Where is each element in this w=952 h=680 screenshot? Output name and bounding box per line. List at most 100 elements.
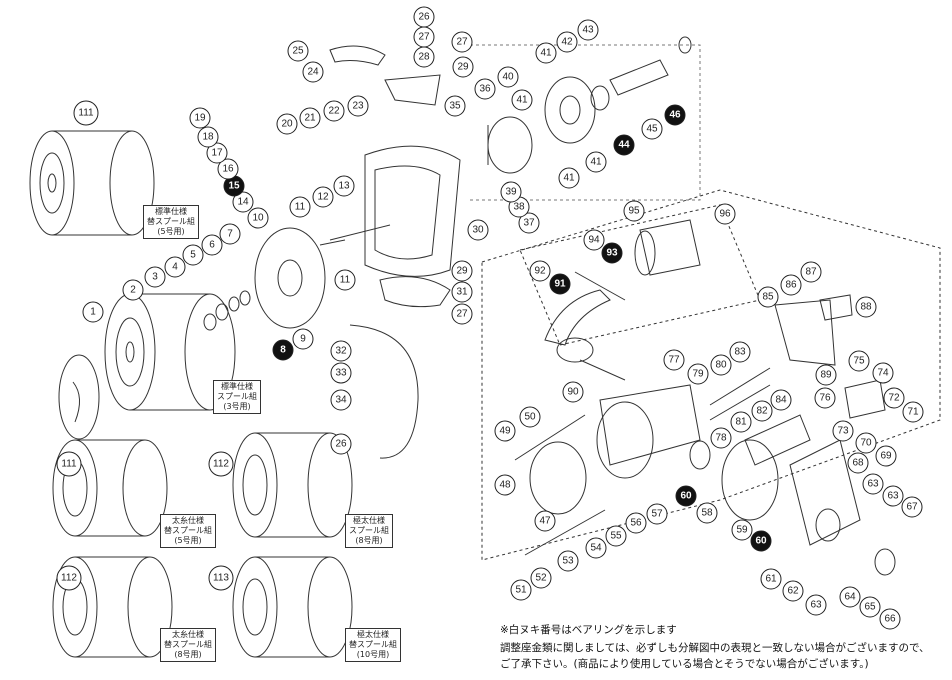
callout-circle (56, 451, 82, 477)
callout-number: 22 (328, 106, 340, 117)
gearbox-body-90 (596, 384, 701, 479)
callout-69: 69 (875, 445, 897, 467)
callout-22: 22 (323, 100, 345, 122)
callout-25: 25 (287, 40, 309, 62)
side-cover-85 (774, 299, 836, 366)
callout-number: 63 (810, 600, 822, 611)
callout-circle (529, 260, 551, 282)
callout-number: 91 (554, 279, 566, 290)
callout-circle (494, 420, 516, 442)
callout-61: 61 (760, 568, 782, 590)
callout-92: 92 (529, 260, 551, 282)
callout-circle (206, 142, 228, 164)
callout-3: 3 (144, 266, 166, 288)
callout-112a: 112 (208, 451, 234, 477)
callout-number: 23 (352, 101, 364, 112)
spool-112-top (232, 432, 353, 538)
callout-42: 42 (556, 31, 578, 53)
callout-circle (144, 266, 166, 288)
callout-number: 11 (340, 275, 351, 286)
callout-number: 54 (590, 543, 602, 554)
callout-number: 38 (513, 202, 525, 213)
callout-27b: 27 (451, 31, 473, 53)
callout-circle (875, 445, 897, 467)
callout-13: 13 (333, 175, 355, 197)
callout-circle (302, 61, 324, 83)
body-frame-84 (744, 414, 811, 466)
callout-circle (323, 100, 345, 122)
callout-91: 91 (549, 273, 571, 295)
callout-circle (219, 223, 241, 245)
o-ring-43 (590, 85, 610, 111)
callout-43: 43 (577, 19, 599, 41)
callout-circle (519, 406, 541, 428)
callout-39: 39 (500, 181, 522, 203)
callout-circle (805, 594, 827, 616)
callout-circle (832, 420, 854, 442)
callout-number: 112 (213, 459, 229, 470)
callout-21: 21 (299, 107, 321, 129)
callout-circle (848, 350, 870, 372)
callout-number: 83 (734, 347, 746, 358)
callout-number: 111 (61, 459, 77, 470)
callout-93: 93 (601, 242, 623, 264)
callout-number: 27 (456, 309, 468, 320)
callout-circle (714, 203, 736, 225)
callout-number: 63 (867, 479, 879, 490)
callout-circle (872, 362, 894, 384)
callout-circle (299, 107, 321, 129)
callout-63b: 63 (882, 485, 904, 507)
callout-number: 111 (78, 108, 94, 119)
callout-number: 96 (719, 209, 731, 220)
callout-number: 66 (884, 614, 896, 625)
callout-circle (729, 341, 751, 363)
callout-circle (855, 432, 877, 454)
callout-number: 78 (715, 433, 727, 444)
callout-6: 6 (201, 234, 223, 256)
callout-circle (500, 181, 522, 203)
callout-76: 76 (814, 387, 836, 409)
callout-2: 2 (122, 279, 144, 301)
callout-number: 12 (317, 192, 329, 203)
callout-circle (494, 474, 516, 496)
spool-caption-112-thick: 太糸仕様 替スプール組 (8号用) (160, 628, 216, 662)
callout-circle (731, 519, 753, 541)
callout-35: 35 (444, 95, 466, 117)
callout-circle (247, 207, 269, 229)
callout-number: 40 (502, 72, 514, 83)
callout-24: 24 (302, 61, 324, 83)
callout-95: 95 (623, 200, 645, 222)
callout-number: 71 (907, 407, 919, 418)
callout-19: 19 (189, 107, 211, 129)
callout-number: 68 (852, 458, 864, 469)
callout-circle (535, 42, 557, 64)
callout-71: 71 (902, 401, 924, 423)
callout-number: 24 (307, 67, 319, 78)
callout-63a: 63 (862, 473, 884, 495)
callout-23: 23 (347, 95, 369, 117)
callout-number: 89 (820, 370, 832, 381)
clip-87 (819, 294, 853, 321)
callout-number: 90 (567, 387, 579, 398)
callout-circle (839, 586, 861, 608)
callout-circle (330, 362, 352, 384)
callout-30: 30 (467, 219, 489, 241)
callout-number: 5 (190, 250, 196, 261)
callout-84: 84 (770, 389, 792, 411)
callout-number: 19 (194, 113, 206, 124)
callout-67: 67 (901, 496, 923, 518)
callout-circle (675, 485, 697, 507)
callout-circle (710, 354, 732, 376)
callout-circle (757, 286, 779, 308)
callout-55: 55 (605, 525, 627, 547)
callout-circle (882, 485, 904, 507)
callout-57: 57 (646, 503, 668, 525)
rotor-cover-42 (544, 76, 596, 144)
callout-63c: 63 (805, 594, 827, 616)
callout-circle (710, 427, 732, 449)
callout-circle (605, 525, 627, 547)
callout-number: 44 (618, 140, 630, 151)
callout-circle (800, 261, 822, 283)
callout-number: 25 (292, 46, 304, 57)
